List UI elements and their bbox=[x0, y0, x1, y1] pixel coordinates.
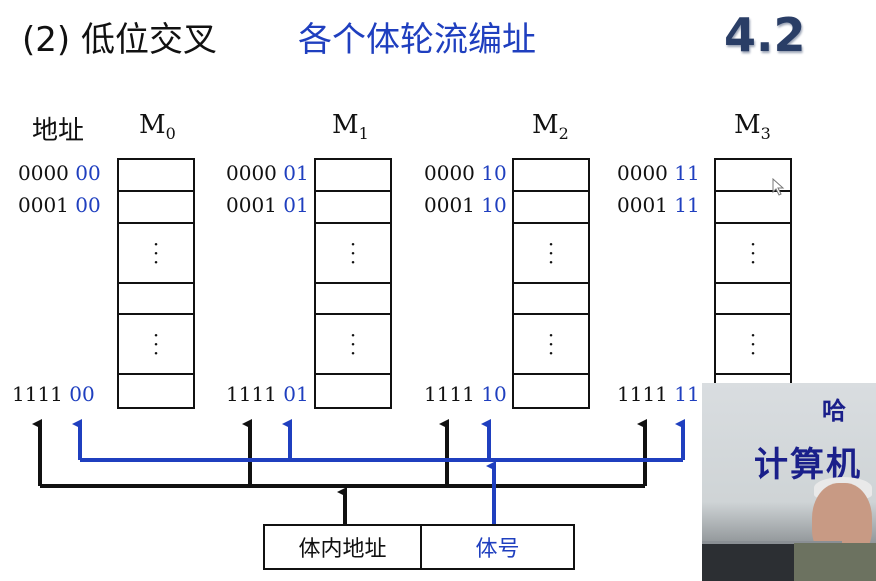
ellipsis-cell: ··· bbox=[316, 224, 390, 284]
ellipsis-cell: ··· bbox=[119, 224, 193, 284]
address-label: 1111 11 bbox=[617, 382, 700, 406]
slide-subtitle: (2) 低位交叉 bbox=[22, 20, 217, 60]
memory-cell bbox=[514, 284, 588, 315]
inner-address-field: 体内地址 bbox=[265, 526, 422, 568]
ellipsis-cell: ··· bbox=[316, 315, 390, 375]
webcam-backdrop-text: 哈 bbox=[822, 397, 846, 425]
address-label: 0001 00 bbox=[18, 193, 101, 217]
memory-cell bbox=[316, 160, 390, 192]
address-label: 1111 10 bbox=[424, 382, 507, 406]
memory-cell bbox=[119, 160, 193, 192]
address-label: 1111 00 bbox=[12, 382, 95, 406]
memory-module-m2: ··· ··· bbox=[512, 158, 590, 409]
module-label-m1: M1 bbox=[332, 110, 369, 144]
slide-heading: 各个体轮流编址 bbox=[298, 20, 536, 60]
ellipsis-cell: ··· bbox=[514, 315, 588, 375]
memory-cell bbox=[514, 160, 588, 192]
ellipsis-cell: ··· bbox=[716, 315, 790, 375]
memory-cell bbox=[119, 284, 193, 315]
address-register: 体内地址 体号 bbox=[263, 524, 575, 570]
memory-cell bbox=[716, 284, 790, 315]
lecturer-body bbox=[794, 543, 876, 581]
ellipsis-cell: ··· bbox=[119, 315, 193, 375]
section-number: 4.2 bbox=[724, 8, 806, 62]
address-label: 0000 10 bbox=[424, 161, 507, 185]
address-label: 0000 01 bbox=[226, 161, 309, 185]
address-label: 0001 01 bbox=[226, 193, 309, 217]
module-label-m0: M0 bbox=[139, 110, 176, 144]
memory-module-m1: ··· ··· bbox=[314, 158, 392, 409]
memory-cell bbox=[316, 284, 390, 315]
memory-cell bbox=[716, 160, 790, 192]
memory-cell bbox=[716, 192, 790, 224]
address-label: 0000 11 bbox=[617, 161, 700, 185]
memory-cell bbox=[119, 192, 193, 224]
memory-module-m0: ··· ··· bbox=[117, 158, 195, 409]
lecturer-webcam: 哈 计算机 bbox=[702, 383, 876, 581]
ellipsis-cell: ··· bbox=[514, 224, 588, 284]
address-column-header: 地址 bbox=[32, 116, 85, 146]
memory-module-m3: ··· ··· bbox=[714, 158, 792, 409]
module-label-m2: M2 bbox=[532, 110, 569, 144]
mouse-cursor-icon bbox=[772, 178, 785, 196]
module-label-m3: M3 bbox=[734, 110, 771, 144]
address-label: 0001 11 bbox=[617, 193, 700, 217]
address-label: 0001 10 bbox=[424, 193, 507, 217]
address-label: 0000 00 bbox=[18, 161, 101, 185]
memory-cell bbox=[514, 192, 588, 224]
ellipsis-cell: ··· bbox=[716, 224, 790, 284]
inner-address-bus bbox=[32, 419, 647, 524]
bank-number-bus bbox=[72, 419, 685, 524]
address-label: 1111 01 bbox=[226, 382, 309, 406]
bank-number-field: 体号 bbox=[475, 537, 520, 562]
memory-cell bbox=[316, 192, 390, 224]
